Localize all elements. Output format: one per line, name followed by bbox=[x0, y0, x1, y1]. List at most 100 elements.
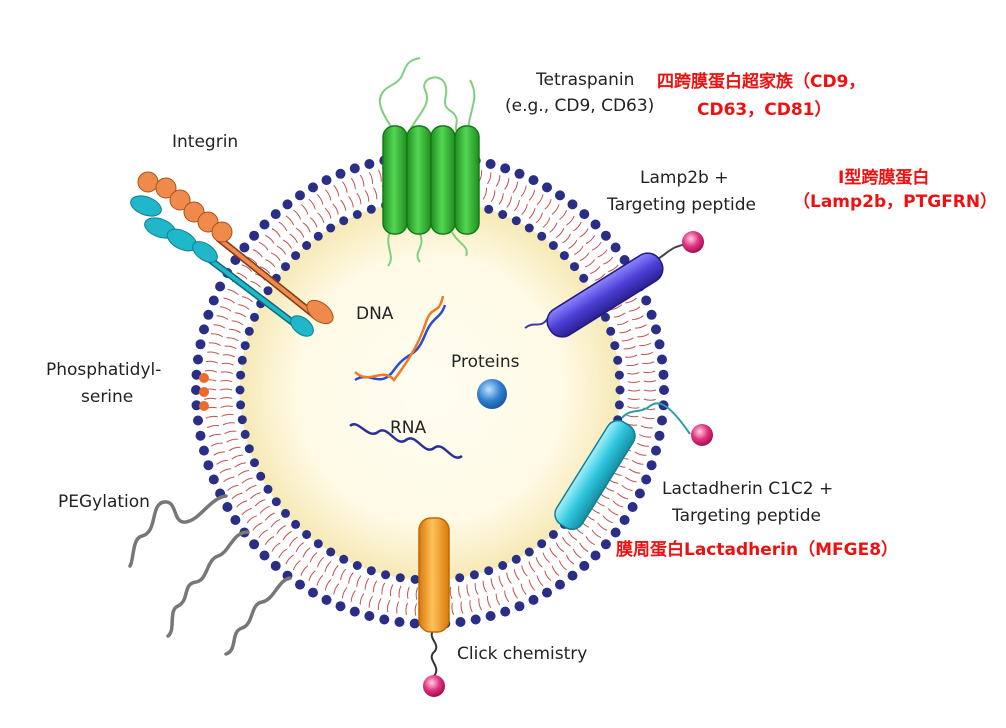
lipid-tail bbox=[219, 388, 233, 391]
lipid-tail bbox=[602, 256, 614, 265]
lipid-tail bbox=[486, 596, 492, 608]
lipid-head bbox=[579, 560, 590, 571]
lamp2b-protein bbox=[524, 242, 689, 338]
lipid-tail bbox=[632, 315, 644, 321]
lipid-tail bbox=[259, 266, 271, 274]
lipid-tail bbox=[381, 582, 386, 595]
lipid-tail bbox=[377, 169, 382, 182]
lipid-head bbox=[240, 341, 250, 351]
lipid-tail bbox=[568, 531, 578, 541]
lipid-tail bbox=[271, 542, 281, 552]
lipid-tail bbox=[364, 190, 370, 202]
lipid-tail bbox=[316, 193, 324, 205]
lipid-head bbox=[646, 460, 657, 471]
lipid-tail bbox=[627, 389, 641, 392]
lipid-tail bbox=[302, 547, 311, 558]
lipid-tail bbox=[591, 242, 602, 251]
peg-chains bbox=[128, 494, 292, 656]
lipid-tail bbox=[252, 249, 263, 258]
lipid-head bbox=[203, 460, 214, 471]
lipid-head bbox=[195, 339, 206, 350]
lipid-tail bbox=[285, 215, 295, 226]
pegylation-label: PEGylation bbox=[58, 492, 150, 512]
lipid-head bbox=[514, 168, 525, 179]
lipid-head bbox=[613, 355, 623, 365]
lipid-tail bbox=[223, 297, 235, 304]
lipid-head bbox=[485, 159, 496, 169]
lipid-tail bbox=[562, 233, 571, 244]
lipid-tail bbox=[458, 585, 462, 598]
lipid-tail bbox=[451, 602, 455, 616]
lipid-tail bbox=[398, 585, 402, 598]
lipid-tail bbox=[220, 405, 233, 409]
lipid-head bbox=[236, 400, 246, 410]
lipid-head bbox=[654, 339, 665, 350]
lipid-tail bbox=[551, 204, 560, 215]
lipid-head bbox=[484, 204, 494, 214]
lipid-head bbox=[335, 601, 346, 612]
lipid-tail bbox=[216, 315, 229, 321]
lipid-tail bbox=[626, 414, 639, 418]
lipid-head bbox=[570, 262, 579, 272]
lipid-tail bbox=[555, 542, 565, 553]
lipid-tail bbox=[205, 360, 218, 364]
lipid-tail bbox=[265, 259, 276, 268]
lipid-head bbox=[321, 175, 332, 186]
lipid-head bbox=[295, 190, 305, 201]
lipid-tail bbox=[414, 603, 418, 616]
lipid-tail bbox=[270, 252, 281, 261]
lipid-tail bbox=[224, 345, 237, 350]
lipid-tail bbox=[219, 306, 232, 312]
lipid-tail bbox=[506, 196, 512, 208]
lipid-head bbox=[291, 251, 301, 261]
lipid-tail bbox=[316, 574, 324, 586]
lipid-tail bbox=[535, 557, 543, 568]
lipid-head bbox=[352, 561, 362, 570]
lipid-tail bbox=[317, 212, 325, 223]
lipid-tail bbox=[487, 172, 492, 185]
lamp2b-targeting-label: Targeting peptide bbox=[607, 195, 756, 215]
lipid-head bbox=[657, 354, 667, 365]
lipid-tail bbox=[572, 221, 582, 232]
lipid-tail bbox=[405, 602, 409, 615]
lipid-tail bbox=[289, 536, 298, 547]
lipid-tail bbox=[634, 451, 647, 456]
lipid-head bbox=[281, 262, 290, 272]
lipid-head bbox=[250, 312, 259, 322]
lipid-head bbox=[313, 231, 323, 241]
lipid-tail bbox=[585, 235, 596, 244]
lipid-tail bbox=[498, 575, 504, 588]
lipid-tail bbox=[231, 492, 243, 500]
lipid-head bbox=[239, 242, 250, 253]
lipid-head bbox=[235, 385, 245, 395]
lipid-head bbox=[270, 209, 281, 220]
lipid-tail bbox=[504, 590, 510, 603]
lipid-tail bbox=[555, 228, 565, 238]
lipid-head bbox=[326, 223, 336, 233]
lipid-tail bbox=[549, 222, 558, 233]
lipid-head bbox=[610, 242, 621, 253]
lipid-tail bbox=[309, 552, 318, 563]
lipid-head bbox=[619, 515, 630, 525]
lipid-tail bbox=[520, 583, 527, 595]
lipid-tail bbox=[627, 371, 640, 375]
lipid-head bbox=[579, 273, 589, 283]
lipid-tail bbox=[558, 560, 567, 571]
lipid-tail bbox=[528, 579, 536, 591]
lipid-tail bbox=[350, 177, 356, 190]
lipid-head bbox=[195, 430, 206, 441]
lipid-tail bbox=[236, 272, 248, 280]
lipid-tail bbox=[341, 586, 348, 599]
lipid-tail bbox=[332, 203, 339, 215]
lipid-tail bbox=[377, 598, 382, 611]
lipid-head bbox=[634, 488, 645, 499]
lipid-head bbox=[579, 209, 590, 220]
lipid-head bbox=[364, 611, 375, 621]
lipid-head bbox=[657, 415, 667, 426]
lipid-head bbox=[524, 223, 534, 233]
lipid-head bbox=[524, 547, 534, 557]
lipid-tail bbox=[236, 500, 248, 508]
lipid-head bbox=[627, 502, 638, 512]
lipid-tail bbox=[324, 189, 332, 201]
